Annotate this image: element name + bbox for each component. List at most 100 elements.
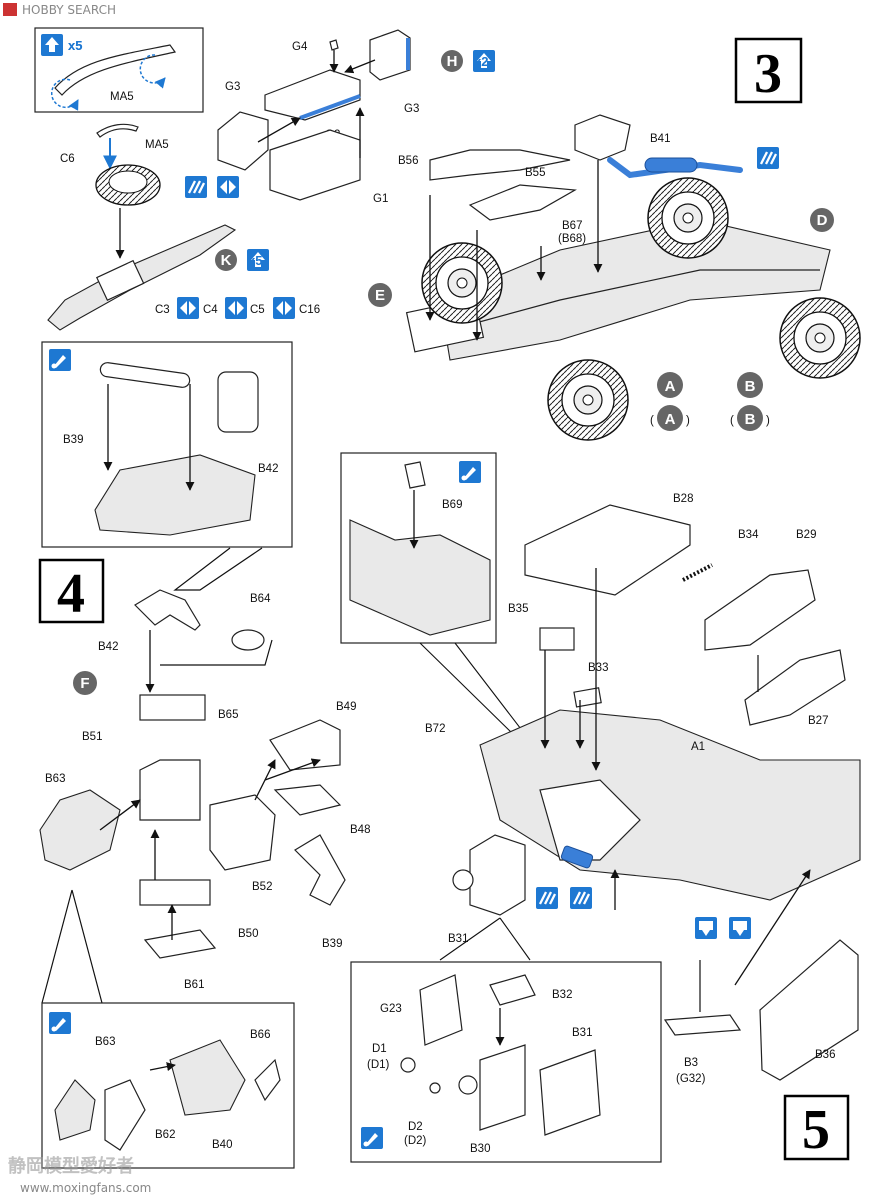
b49-label: B49 xyxy=(336,701,356,713)
b52-label: B52 xyxy=(252,881,272,893)
ref-d-label: D xyxy=(817,212,828,229)
b56-label: B56 xyxy=(398,155,418,167)
wheel-front-left xyxy=(421,242,503,324)
b48-label: B48 xyxy=(350,824,370,836)
ma5-multiplier-visible: x5 xyxy=(68,38,82,53)
wheel-rear-left xyxy=(647,177,729,259)
d2-label: D2 xyxy=(408,1121,423,1133)
ref-circle-b xyxy=(737,372,763,398)
ref-b-label: B xyxy=(745,378,756,395)
floor-panel-b3: B3 (G32) xyxy=(663,960,742,1085)
step-3-label: 3 xyxy=(754,43,782,105)
firewall-b36: B36 xyxy=(734,869,859,1081)
attach-icon-paren xyxy=(729,917,751,939)
b3-label: B3 xyxy=(684,1057,698,1069)
b65-label: B65 xyxy=(218,709,238,721)
ref-a-label: A xyxy=(665,378,676,395)
c16-label: C16 xyxy=(299,304,320,316)
cement-icon-g xyxy=(183,174,209,200)
g23-label: G23 xyxy=(380,1003,402,1015)
spare-carrier-bracket: C3 C4 C5 C16 K x5 xyxy=(47,224,320,331)
b55-label: B55 xyxy=(525,167,545,179)
step-5-number: 5 xyxy=(783,1094,850,1161)
fan-inset-pointer xyxy=(41,889,103,1004)
inset-pointer xyxy=(173,547,263,591)
step-3-number: 3 xyxy=(734,37,803,105)
paren-b-open: ( xyxy=(730,415,734,427)
d1-label: D1 xyxy=(372,1043,387,1055)
b68-label: (B68) xyxy=(558,233,586,245)
ref-a2-label: A xyxy=(665,411,676,428)
ref-circle-e xyxy=(368,283,392,307)
b64-label: B64 xyxy=(250,593,271,605)
mirror-icon-c16 xyxy=(273,297,295,319)
b35-label: B35 xyxy=(508,603,528,615)
b31a-label: B31 xyxy=(448,933,468,945)
spare-wheel-assembly: MA5 C6 xyxy=(60,123,169,259)
step-5-detail-inset: B69 xyxy=(340,452,497,644)
tool-box-assembly: G3 G3 G4 G2 G1 H xyxy=(183,29,495,205)
wheel-rear-right xyxy=(779,297,861,379)
g3b-label: G3 xyxy=(404,103,419,115)
b63b-label: B63 xyxy=(95,1036,115,1048)
b39b-label: B39 xyxy=(322,938,342,950)
c3-label: C3 xyxy=(155,304,170,316)
c4-label: C4 xyxy=(203,304,218,316)
hobby-search-logo: HOBBY SEARCH xyxy=(3,3,116,17)
paren-a-close: ) xyxy=(686,415,690,427)
b51-label: B51 xyxy=(82,731,102,743)
b31b-label: B31 xyxy=(572,1027,592,1039)
b30-label: B30 xyxy=(470,1143,490,1155)
watermark-logo-text: HOBBY SEARCH xyxy=(22,3,116,17)
ref-circle-b-paren xyxy=(737,405,763,431)
attach-icon xyxy=(695,917,717,939)
d1b-label: (D1) xyxy=(367,1059,390,1071)
mirror-icon-g xyxy=(217,176,239,198)
b27-label: B27 xyxy=(808,715,828,727)
b28-label: B28 xyxy=(673,493,693,505)
a1-label: A1 xyxy=(691,741,705,753)
radiator-inset: G23 B32 D1 (D1) D2 (D2) B30 B31 xyxy=(350,961,662,1163)
ref-circle-d xyxy=(810,208,834,232)
radiator-pointer xyxy=(439,917,531,961)
footer-logo-text: 静岡模型愛好者 xyxy=(8,1155,134,1177)
g3a-label: G3 xyxy=(225,81,240,93)
cement-icon-b31 xyxy=(534,885,560,911)
engine-inset: B39 B42 xyxy=(41,341,293,548)
g4-label: G4 xyxy=(292,41,308,53)
footer-watermark: 静岡模型愛好者 www.moxingfans.com xyxy=(8,1155,151,1195)
mirror-icon-c5 xyxy=(225,297,247,319)
ref-f-label: F xyxy=(80,675,89,692)
body-assembly: B28 B34 B29 B35 B33 B27 B72 A1 B31 xyxy=(425,493,861,945)
b50-label: B50 xyxy=(238,928,258,940)
b42a-label: B42 xyxy=(258,463,278,475)
cement-icon-b31-paren xyxy=(568,885,594,911)
ma5-inset: x5 MA5 xyxy=(34,27,204,113)
ref-k-label: K xyxy=(221,252,232,269)
ref-circle-h xyxy=(441,50,463,72)
paren-b-close: ) xyxy=(766,415,770,427)
fan-inset: B63 B66 B62 B40 xyxy=(41,1002,295,1169)
b63a-label: B63 xyxy=(45,773,65,785)
paint-icon-engine xyxy=(49,349,71,371)
cement-icon-b41 xyxy=(755,145,781,171)
b41-label: B41 xyxy=(650,133,670,145)
step-4-number: 4 xyxy=(38,558,105,625)
ref-h-label: H xyxy=(447,53,458,70)
paint-icon-b69 xyxy=(459,461,481,483)
b39a-label: B39 xyxy=(63,434,83,446)
b34-label: B34 xyxy=(738,529,759,541)
ref-b2-label: B xyxy=(745,411,756,428)
b33-label: B33 xyxy=(588,662,608,674)
mirror-icon-c3 xyxy=(177,297,199,319)
b66-label: B66 xyxy=(250,1029,270,1041)
ref-circle-f xyxy=(73,671,97,695)
k-multiplier-visible: x5 xyxy=(248,253,262,268)
b69-label: B69 xyxy=(442,499,462,511)
step-5-label: 5 xyxy=(802,1099,830,1161)
d2b-label: (D2) xyxy=(404,1135,427,1147)
ref-e-label: E xyxy=(375,287,385,304)
b42b-label: B42 xyxy=(98,641,118,653)
ma5-multiplier: x5 xyxy=(68,38,82,53)
